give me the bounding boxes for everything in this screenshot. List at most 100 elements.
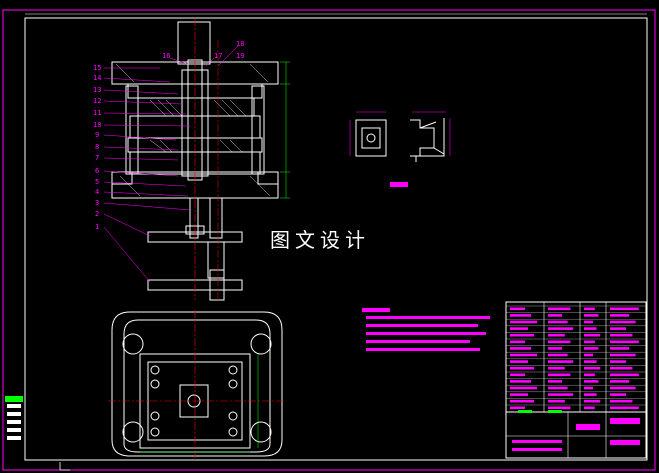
parts-cell-text — [610, 320, 636, 324]
title-block-fields — [512, 418, 640, 451]
parts-cell-text — [548, 360, 574, 363]
part-label: 15 — [93, 64, 101, 72]
top-label: 17 — [214, 52, 222, 60]
parts-cell-text — [510, 399, 534, 403]
parts-cell-text — [584, 366, 601, 370]
part-detail-dimensions — [349, 111, 451, 156]
section-hatching — [115, 63, 271, 197]
parts-cell-text — [548, 307, 571, 311]
leader-lines — [103, 45, 239, 283]
outer-frame — [2, 9, 656, 471]
parts-cell-text — [510, 333, 534, 337]
parts-cell-text — [548, 340, 571, 344]
parts-cell-text — [610, 353, 636, 357]
parts-cell-text — [610, 373, 639, 377]
parts-cell-text — [584, 353, 593, 357]
parts-cell-text — [548, 353, 568, 357]
part-label: 6 — [95, 167, 99, 175]
parts-cell-text — [584, 327, 597, 330]
part-label: 1 — [95, 223, 99, 231]
parts-cell-text — [510, 320, 537, 324]
parts-cell-text — [584, 380, 599, 383]
inner-frame — [24, 17, 648, 461]
part-label: 4 — [95, 188, 99, 196]
top-label: 16 — [162, 52, 170, 60]
part-callout-tag — [390, 182, 408, 187]
parts-cell-text — [510, 307, 525, 311]
part-label: 12 — [93, 97, 101, 105]
parts-cell-text — [510, 327, 528, 330]
parts-cell-text — [510, 380, 531, 383]
parts-cell-text — [610, 307, 639, 311]
parts-cell-text — [584, 360, 597, 363]
front-dimensions — [280, 61, 290, 199]
parts-cell-text — [510, 340, 525, 344]
plan-dimensions — [140, 354, 259, 453]
part-label: 3 — [95, 199, 99, 207]
parts-cell-text — [510, 314, 531, 317]
title-block-green — [518, 410, 562, 413]
parts-cell-text — [584, 314, 599, 317]
parts-cell-text — [548, 327, 574, 330]
parts-list-rows — [506, 305, 646, 410]
parts-cell-text — [548, 347, 562, 350]
parts-cell-text — [548, 333, 565, 337]
parts-cell-text — [548, 393, 574, 396]
part-label: 8 — [95, 143, 99, 151]
watermark: 图文设计 — [270, 228, 370, 252]
parts-cell-text — [584, 307, 595, 311]
parts-cell-text — [610, 399, 633, 403]
top-label: 19 — [236, 52, 244, 60]
part-label: 13 — [93, 86, 101, 94]
part-label: 2 — [95, 210, 99, 218]
parts-cell-text — [610, 386, 636, 390]
parts-cell-text — [510, 386, 537, 390]
parts-cell-text — [610, 360, 626, 363]
parts-cell-text — [610, 327, 626, 330]
parts-cell-text — [548, 320, 568, 324]
parts-cell-text — [510, 347, 531, 350]
parts-cell-text — [548, 399, 565, 403]
parts-cell-text — [610, 366, 633, 370]
parts-cell-text — [548, 406, 571, 410]
parts-cell-text — [584, 333, 601, 337]
parts-cell-text — [510, 353, 537, 357]
parts-cell-text — [548, 314, 562, 317]
technical-notes — [362, 308, 490, 351]
parts-cell-text — [584, 406, 595, 410]
parts-cell-text — [548, 373, 571, 377]
ucs-axis-icon — [59, 462, 70, 471]
parts-cell-text — [548, 380, 562, 383]
plan-centerlines — [108, 310, 286, 458]
title-block — [505, 301, 647, 459]
part-label: 7 — [95, 154, 99, 162]
parts-cell-text — [610, 393, 626, 396]
parts-cell-text — [584, 393, 597, 396]
parts-cell-text — [510, 366, 534, 370]
left-edge-legend — [5, 396, 23, 440]
parts-cell-text — [610, 314, 630, 317]
parts-cell-text — [610, 347, 630, 350]
part-label: 10 — [93, 121, 101, 129]
part-label: 5 — [95, 178, 99, 186]
parts-cell-text — [584, 373, 595, 377]
parts-cell-text — [610, 406, 639, 410]
parts-cell-text — [584, 386, 593, 390]
parts-cell-text — [510, 360, 528, 363]
parts-cell-text — [584, 347, 599, 350]
parts-cell-text — [510, 373, 525, 377]
parts-cell-text — [610, 380, 630, 383]
top-label: 18 — [236, 40, 244, 48]
part-detail-views — [355, 118, 445, 162]
part-label: 9 — [95, 131, 99, 139]
part-label: 11 — [93, 109, 101, 117]
parts-cell-text — [584, 399, 601, 403]
parts-cell-text — [510, 393, 528, 396]
parts-cell-text — [510, 406, 525, 410]
parts-cell-text — [610, 340, 639, 344]
parts-cell-text — [584, 320, 593, 324]
parts-cell-text — [584, 340, 595, 344]
part-number-labels: 15 14 13 12 11 10 9 8 7 6 5 4 3 2 1 16 1… — [93, 40, 244, 231]
parts-cell-text — [610, 333, 633, 337]
